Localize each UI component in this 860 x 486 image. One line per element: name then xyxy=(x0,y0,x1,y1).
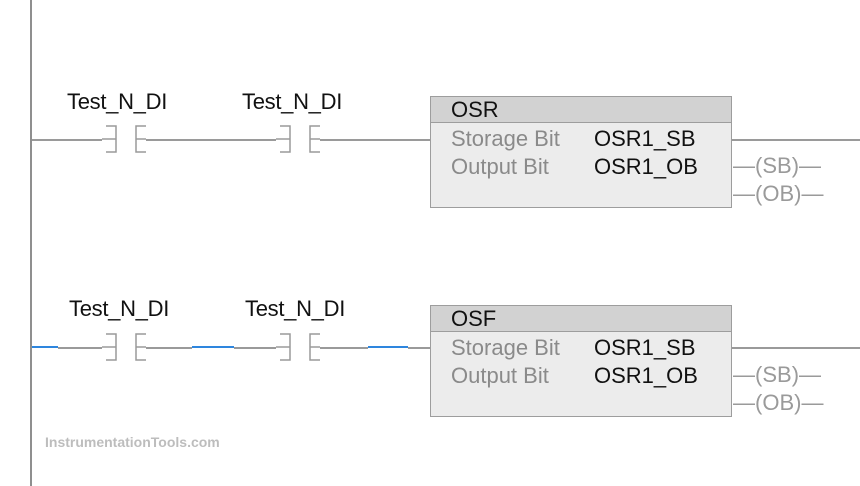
output-bit-value[interactable]: OSR1_OB xyxy=(594,154,698,179)
osr-instruction-block[interactable]: OSR Storage Bit OSR1_SB Output Bit OSR1_OB xyxy=(430,96,732,208)
sb-coil: —(SB)— xyxy=(733,362,822,387)
storage-bit-label: Storage Bit xyxy=(451,126,560,151)
coil-label: OB xyxy=(762,181,795,206)
coil-label: SB xyxy=(762,153,792,178)
wire-segment xyxy=(146,139,276,141)
output-bit-row[interactable]: Output Bit OSR1_OB xyxy=(451,154,698,180)
output-bit-label: Output Bit xyxy=(451,363,549,388)
instruction-name: OSF xyxy=(431,306,731,332)
energized-wire-segment xyxy=(192,346,234,348)
output-bit-label: Output Bit xyxy=(451,154,549,179)
ob-coil: —(OB)— xyxy=(733,181,824,206)
wire-segment xyxy=(234,347,276,349)
contact-tag[interactable]: Test_N_DI xyxy=(69,296,170,321)
contact-tag[interactable]: Test_N_DI xyxy=(242,89,343,114)
storage-bit-label: Storage Bit xyxy=(451,335,560,360)
wire-segment xyxy=(320,347,368,349)
ob-coil: —(OB)— xyxy=(733,390,824,415)
osf-instruction-block[interactable]: OSF Storage Bit OSR1_SB Output Bit OSR1_OB xyxy=(430,305,732,417)
watermark: InstrumentationTools.com xyxy=(45,434,220,450)
contact-tag[interactable]: Test_N_DI xyxy=(245,296,346,321)
wire-segment xyxy=(146,347,192,349)
wire-segment xyxy=(408,347,430,349)
output-bit-value[interactable]: OSR1_OB xyxy=(594,363,698,388)
no-contact-icon[interactable] xyxy=(276,124,320,154)
wire-segment xyxy=(32,139,102,141)
wire-segment xyxy=(732,347,860,349)
storage-bit-value[interactable]: OSR1_SB xyxy=(594,335,696,360)
sb-coil: —(SB)— xyxy=(733,153,822,178)
no-contact-icon[interactable] xyxy=(102,124,146,154)
storage-bit-row[interactable]: Storage Bit OSR1_SB xyxy=(451,126,696,152)
coil-label: OB xyxy=(762,390,795,415)
output-bit-row[interactable]: Output Bit OSR1_OB xyxy=(451,363,698,389)
wire-segment xyxy=(732,139,860,141)
no-contact-icon[interactable] xyxy=(102,332,146,362)
energized-wire-segment xyxy=(368,346,408,348)
no-contact-icon[interactable] xyxy=(276,332,320,362)
instruction-name: OSR xyxy=(431,97,731,123)
wire-segment xyxy=(320,139,430,141)
storage-bit-value[interactable]: OSR1_SB xyxy=(594,126,696,151)
wire-segment xyxy=(58,347,102,349)
energized-wire-segment xyxy=(32,346,58,348)
coil-label: SB xyxy=(762,362,792,387)
storage-bit-row[interactable]: Storage Bit OSR1_SB xyxy=(451,335,696,361)
left-power-rail xyxy=(30,0,32,486)
contact-tag[interactable]: Test_N_DI xyxy=(67,89,168,114)
